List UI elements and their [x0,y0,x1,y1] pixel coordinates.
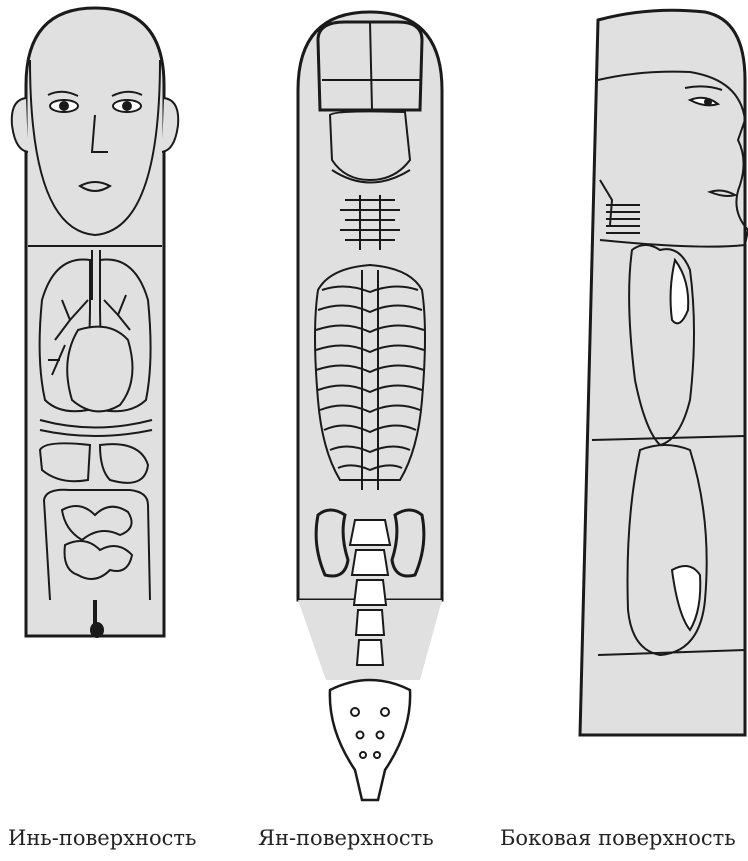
yang-sacrum [330,680,410,800]
yin-right-pupil [123,102,131,110]
yang-finger-figure [298,12,442,800]
yin-left-ear [12,98,28,152]
yin-finger-figure [12,8,178,637]
side-pupil [705,99,711,105]
yin-right-ear [162,98,178,152]
yang-skull [330,111,410,180]
yin-heart [67,327,132,412]
yin-surface-caption: Инь-поверхность [8,826,196,850]
yin-left-pupil [60,102,68,110]
yang-right-kidney [392,510,424,576]
side-surface-caption: Боковая поверхность [500,826,736,850]
side-leg [628,445,707,655]
yin-anus [91,623,103,637]
yang-left-kidney [316,510,348,576]
side-finger-figure [580,10,748,735]
yang-surface-caption: Ян-поверхность [258,826,434,850]
